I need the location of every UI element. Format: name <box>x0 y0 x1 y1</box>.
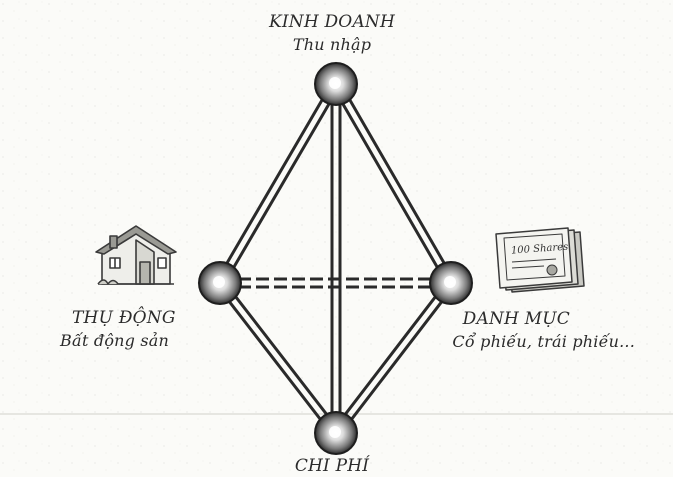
node-right-highlight <box>444 276 456 288</box>
node-left-subtitle: Bất động sản <box>60 331 169 351</box>
node-bottom-title: CHI PHÍ <box>295 456 369 476</box>
node-right-title: DANH MỤC <box>463 309 570 329</box>
node-top-subtitle: Thu nhập <box>293 35 371 55</box>
node-left-title: THỤ ĐỘNG <box>72 308 176 328</box>
node-top-title: KINH DOANH <box>269 12 395 32</box>
node-top-highlight <box>329 77 341 89</box>
node-left-highlight <box>213 276 225 288</box>
stock-certificates-icon: 100 Shares <box>496 228 584 292</box>
node-bottom-highlight <box>329 426 341 438</box>
node-right-subtitle: Cổ phiếu, trái phiếu... <box>452 332 635 352</box>
